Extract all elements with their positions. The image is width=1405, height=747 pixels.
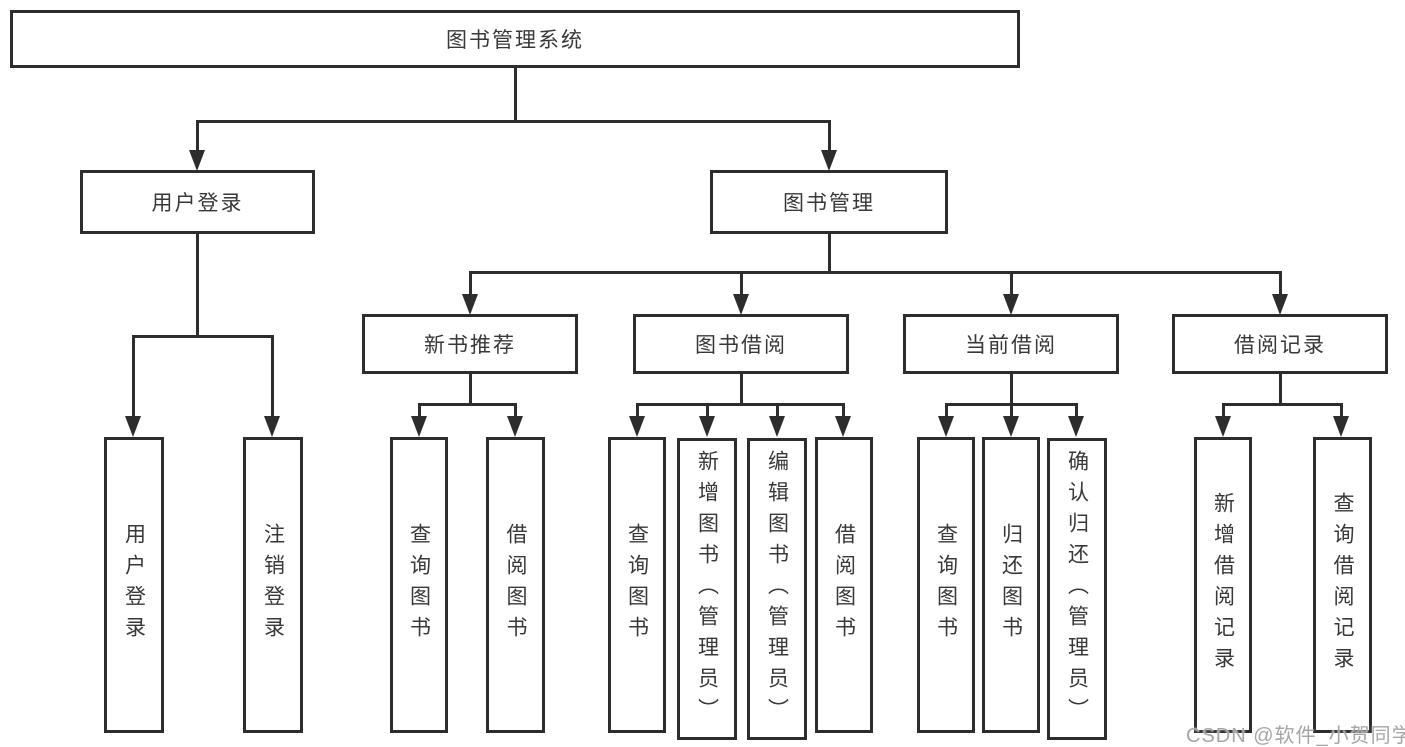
arrowhead-down-icon <box>1003 416 1019 437</box>
connector-current-stem <box>1010 374 1013 405</box>
leaf-label: 查询借阅记录 <box>1331 492 1354 678</box>
connector-root-drop-right <box>828 120 831 152</box>
connector-records-drop-2 <box>1340 403 1343 417</box>
leaf-confirm-return-admin: 确认归还（管理员） <box>1047 438 1107 740</box>
leaf-add-borrow-record: 新增借阅记录 <box>1194 437 1252 733</box>
leaf-label: 确认归还（管理员） <box>1065 449 1089 729</box>
leaf-label: 查询图书 <box>625 523 649 647</box>
node-book-management: 图书管理 <box>710 170 948 234</box>
arrowhead-down-icon <box>769 416 785 437</box>
arrowhead-down-icon <box>125 416 141 437</box>
arrowhead-down-icon <box>189 150 205 171</box>
connector-borrow-bar <box>636 403 845 406</box>
connector-current-drop-2 <box>1010 403 1013 417</box>
leaf-user-login: 用户登录 <box>104 437 164 733</box>
node-label: 借阅记录 <box>1234 334 1326 357</box>
leaf-label: 借阅图书 <box>832 523 856 647</box>
leaf-edit-books-admin: 编辑图书（管理员） <box>747 438 807 740</box>
leaf-add-books-admin: 新增图书（管理员） <box>677 438 737 740</box>
node-borrow-records: 借阅记录 <box>1172 314 1388 374</box>
connector-book-mgmt-bar <box>469 271 1281 274</box>
arrowhead-down-icon <box>1215 416 1231 437</box>
node-label: 用户登录 <box>151 192 244 215</box>
arrowhead-down-icon <box>821 150 837 171</box>
connector-root-stem <box>514 68 517 122</box>
node-new-book-recommend: 新书推荐 <box>362 314 578 374</box>
connector-book-mgmt-stem <box>828 234 831 273</box>
connector-borrow-drop-4 <box>842 403 845 417</box>
leaf-label: 编辑图书（管理员） <box>765 449 789 729</box>
connector-book-mgmt-drop-2 <box>740 271 743 295</box>
arrowhead-down-icon <box>1333 416 1349 437</box>
node-current-borrow: 当前借阅 <box>903 314 1119 374</box>
connector-borrow-drop-3 <box>776 403 779 417</box>
leaf-query-books-current: 查询图书 <box>917 437 975 733</box>
connector-recommend-drop-1 <box>418 403 421 417</box>
connector-user-login-stem <box>196 234 199 337</box>
leaf-query-borrow-record: 查询借阅记录 <box>1313 437 1372 733</box>
connector-book-mgmt-drop-1 <box>469 271 472 295</box>
connector-book-mgmt-drop-4 <box>1279 271 1282 295</box>
node-book-borrow: 图书借阅 <box>633 314 849 374</box>
arrowhead-down-icon <box>1068 416 1084 437</box>
connector-borrow-stem <box>740 374 743 405</box>
leaf-label: 新增借阅记录 <box>1211 492 1235 678</box>
leaf-return-books: 归还图书 <box>982 437 1040 733</box>
connector-current-drop-3 <box>1075 403 1078 417</box>
arrowhead-down-icon <box>1272 294 1288 315</box>
leaf-label: 查询图书 <box>407 523 431 647</box>
leaf-label: 借阅图书 <box>504 523 527 647</box>
node-label: 新书推荐 <box>424 334 516 357</box>
connector-user-login-drop-1 <box>132 335 135 417</box>
connector-book-mgmt-drop-3 <box>1010 271 1013 295</box>
connector-recommend-bar <box>418 403 517 406</box>
arrowhead-down-icon <box>938 416 954 437</box>
connector-recommend-stem <box>469 374 472 405</box>
connector-current-drop-1 <box>945 403 948 417</box>
arrowhead-down-icon <box>507 416 523 437</box>
arrowhead-down-icon <box>411 416 427 437</box>
connector-records-stem <box>1279 374 1282 405</box>
csdn-watermark: CSDN @软件_小贺同学 <box>1186 725 1405 747</box>
connector-user-login-drop-2 <box>271 335 274 417</box>
arrowhead-down-icon <box>629 416 645 437</box>
leaf-logout: 注销登录 <box>243 437 303 733</box>
connector-borrow-drop-1 <box>636 403 639 417</box>
leaf-label: 查询图书 <box>934 523 958 647</box>
arrowhead-down-icon <box>733 294 749 315</box>
arrowhead-down-icon <box>699 416 715 437</box>
connector-user-login-bar <box>132 335 274 338</box>
leaf-query-books-borrow: 查询图书 <box>608 437 666 733</box>
leaf-label: 新增图书（管理员） <box>695 449 719 729</box>
connector-recommend-drop-2 <box>514 403 517 417</box>
leaf-query-books-recommend: 查询图书 <box>390 437 448 733</box>
leaf-borrow-books: 借阅图书 <box>815 437 873 733</box>
arrowhead-down-icon <box>835 416 851 437</box>
connector-borrow-drop-2 <box>706 403 709 417</box>
node-label: 当前借阅 <box>965 334 1057 357</box>
arrowhead-down-icon <box>462 294 478 315</box>
node-label: 图书管理系统 <box>446 29 584 52</box>
arrowhead-down-icon <box>264 416 280 437</box>
node-label: 图书管理 <box>783 192 875 215</box>
connector-records-drop-1 <box>1222 403 1225 417</box>
leaf-label: 归还图书 <box>999 523 1023 647</box>
connector-records-bar <box>1222 403 1343 406</box>
connector-root-bar <box>197 120 831 123</box>
node-user-login: 用户登录 <box>80 170 315 234</box>
leaf-label: 注销登录 <box>261 523 285 647</box>
connector-root-drop-left <box>196 120 199 152</box>
node-label: 图书借阅 <box>695 334 787 357</box>
node-library-management-system: 图书管理系统 <box>10 10 1020 68</box>
leaf-label: 用户登录 <box>122 523 146 647</box>
leaf-borrow-books-recommend: 借阅图书 <box>486 437 545 733</box>
arrowhead-down-icon <box>1003 294 1019 315</box>
